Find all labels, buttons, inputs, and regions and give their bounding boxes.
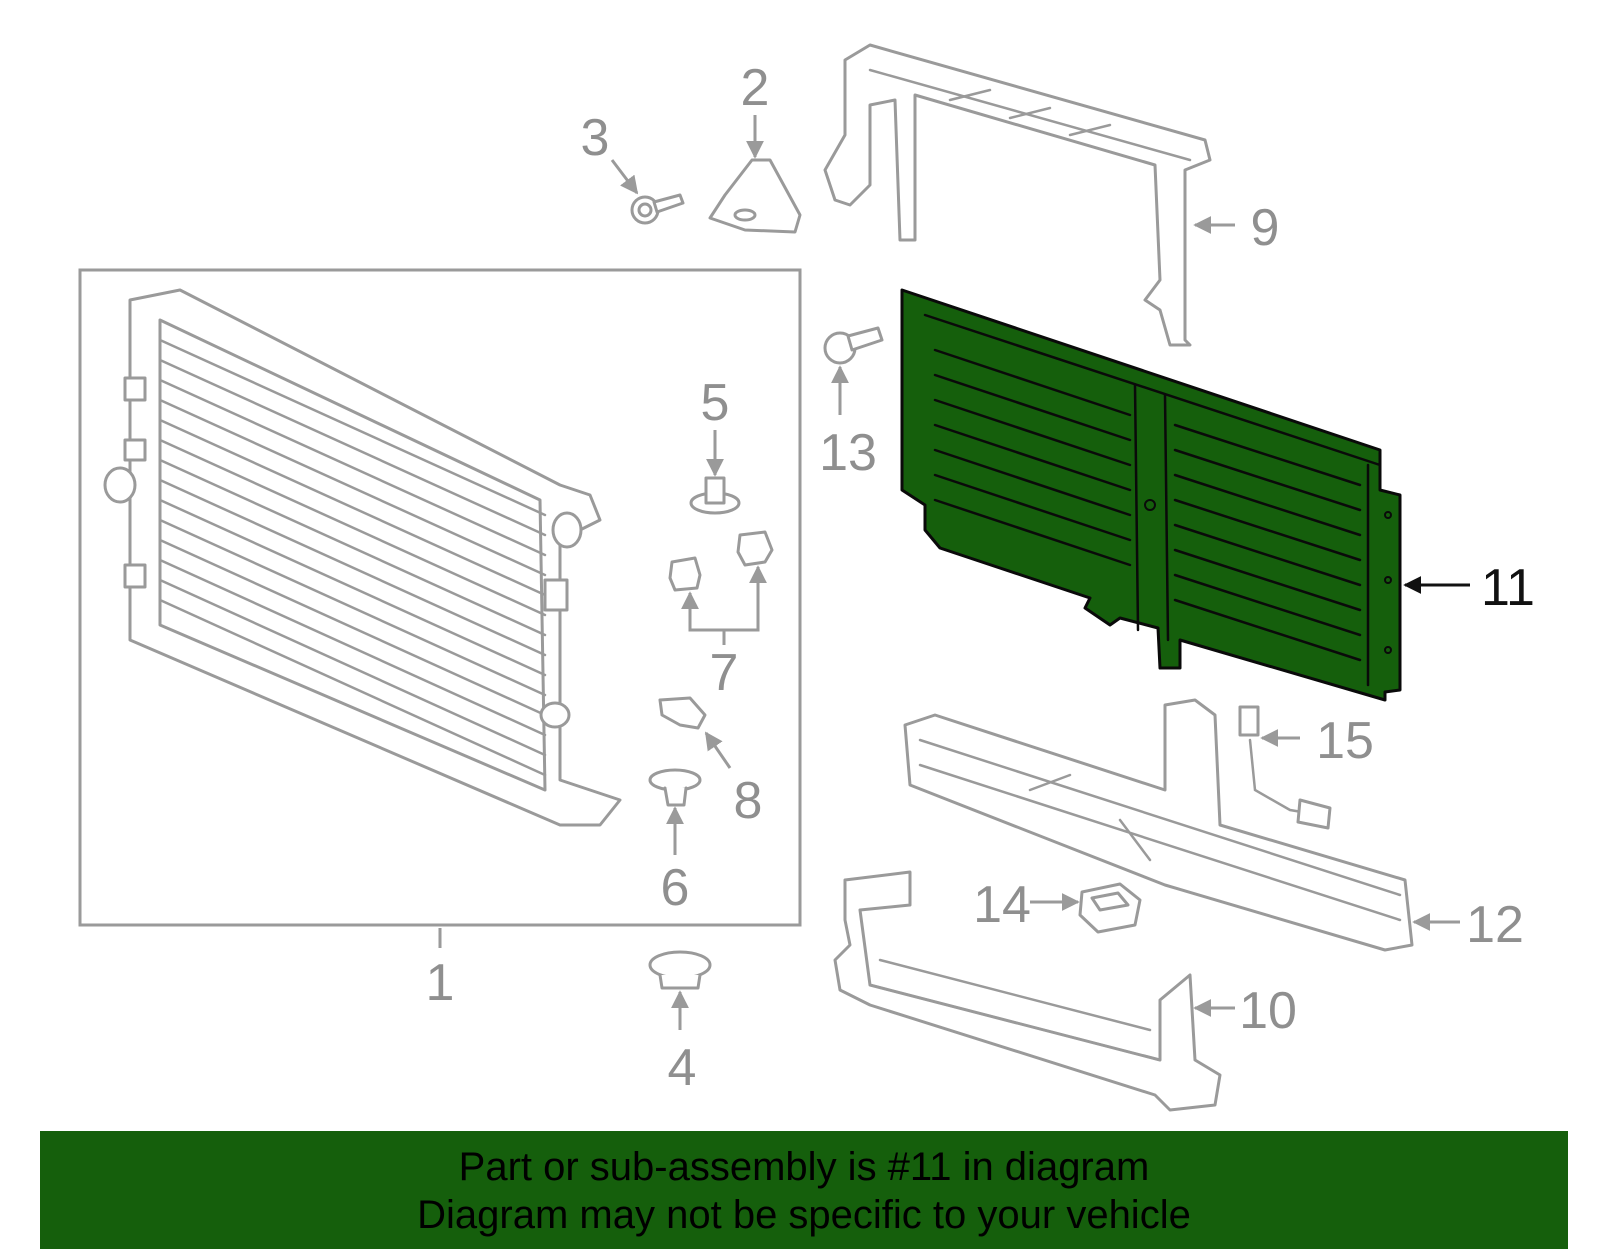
- part-8-clip: [658, 696, 707, 730]
- callout-13: 13: [819, 424, 877, 482]
- part-15-sensor: [1238, 705, 1332, 830]
- part-3-bolt: [630, 193, 685, 225]
- callout-5: 5: [701, 374, 730, 432]
- part-10-air-deflector: [833, 870, 1222, 1112]
- callout-2: 2: [741, 59, 770, 117]
- callout-9: 9: [1251, 199, 1280, 257]
- part-12-tie-bar: [903, 698, 1414, 952]
- callout-3: 3: [581, 109, 610, 167]
- callout-8: 8: [734, 772, 763, 830]
- info-banner: Part or sub-assembly is #11 in diagram D…: [40, 1131, 1568, 1249]
- banner-line-1: Part or sub-assembly is #11 in diagram: [458, 1145, 1150, 1189]
- banner-line-2: Diagram may not be specific to your vehi…: [417, 1193, 1191, 1237]
- part-1-radiator: [103, 288, 622, 827]
- callout-15: 15: [1316, 712, 1374, 770]
- part-4-grommet: [648, 950, 712, 990]
- part-13-screw: [823, 326, 884, 365]
- callout-1: 1: [426, 954, 455, 1012]
- part-9-upper-bracket: [823, 43, 1212, 347]
- part-6-clip: [648, 768, 702, 807]
- callout-10: 10: [1239, 982, 1297, 1040]
- radiator-group-box: [78, 268, 802, 927]
- part-11-shutter-assembly: [900, 288, 1402, 702]
- part-2-bracket: [708, 158, 802, 234]
- part-7-clips: [668, 530, 774, 592]
- callout-11: 11: [1481, 559, 1535, 617]
- callout-14: 14: [973, 876, 1031, 934]
- callout-12: 12: [1466, 896, 1524, 954]
- leader-lines: [438, 115, 1470, 1030]
- callout-6: 6: [661, 859, 690, 917]
- callout-4: 4: [668, 1039, 697, 1097]
- callout-7: 7: [710, 644, 739, 702]
- part-5-pin: [689, 476, 741, 515]
- parts-diagram: 2 3 9 5 13 11 7 15 8 6 14 12 1 10 4: [78, 43, 1535, 1112]
- part-14-retainer: [1078, 882, 1142, 934]
